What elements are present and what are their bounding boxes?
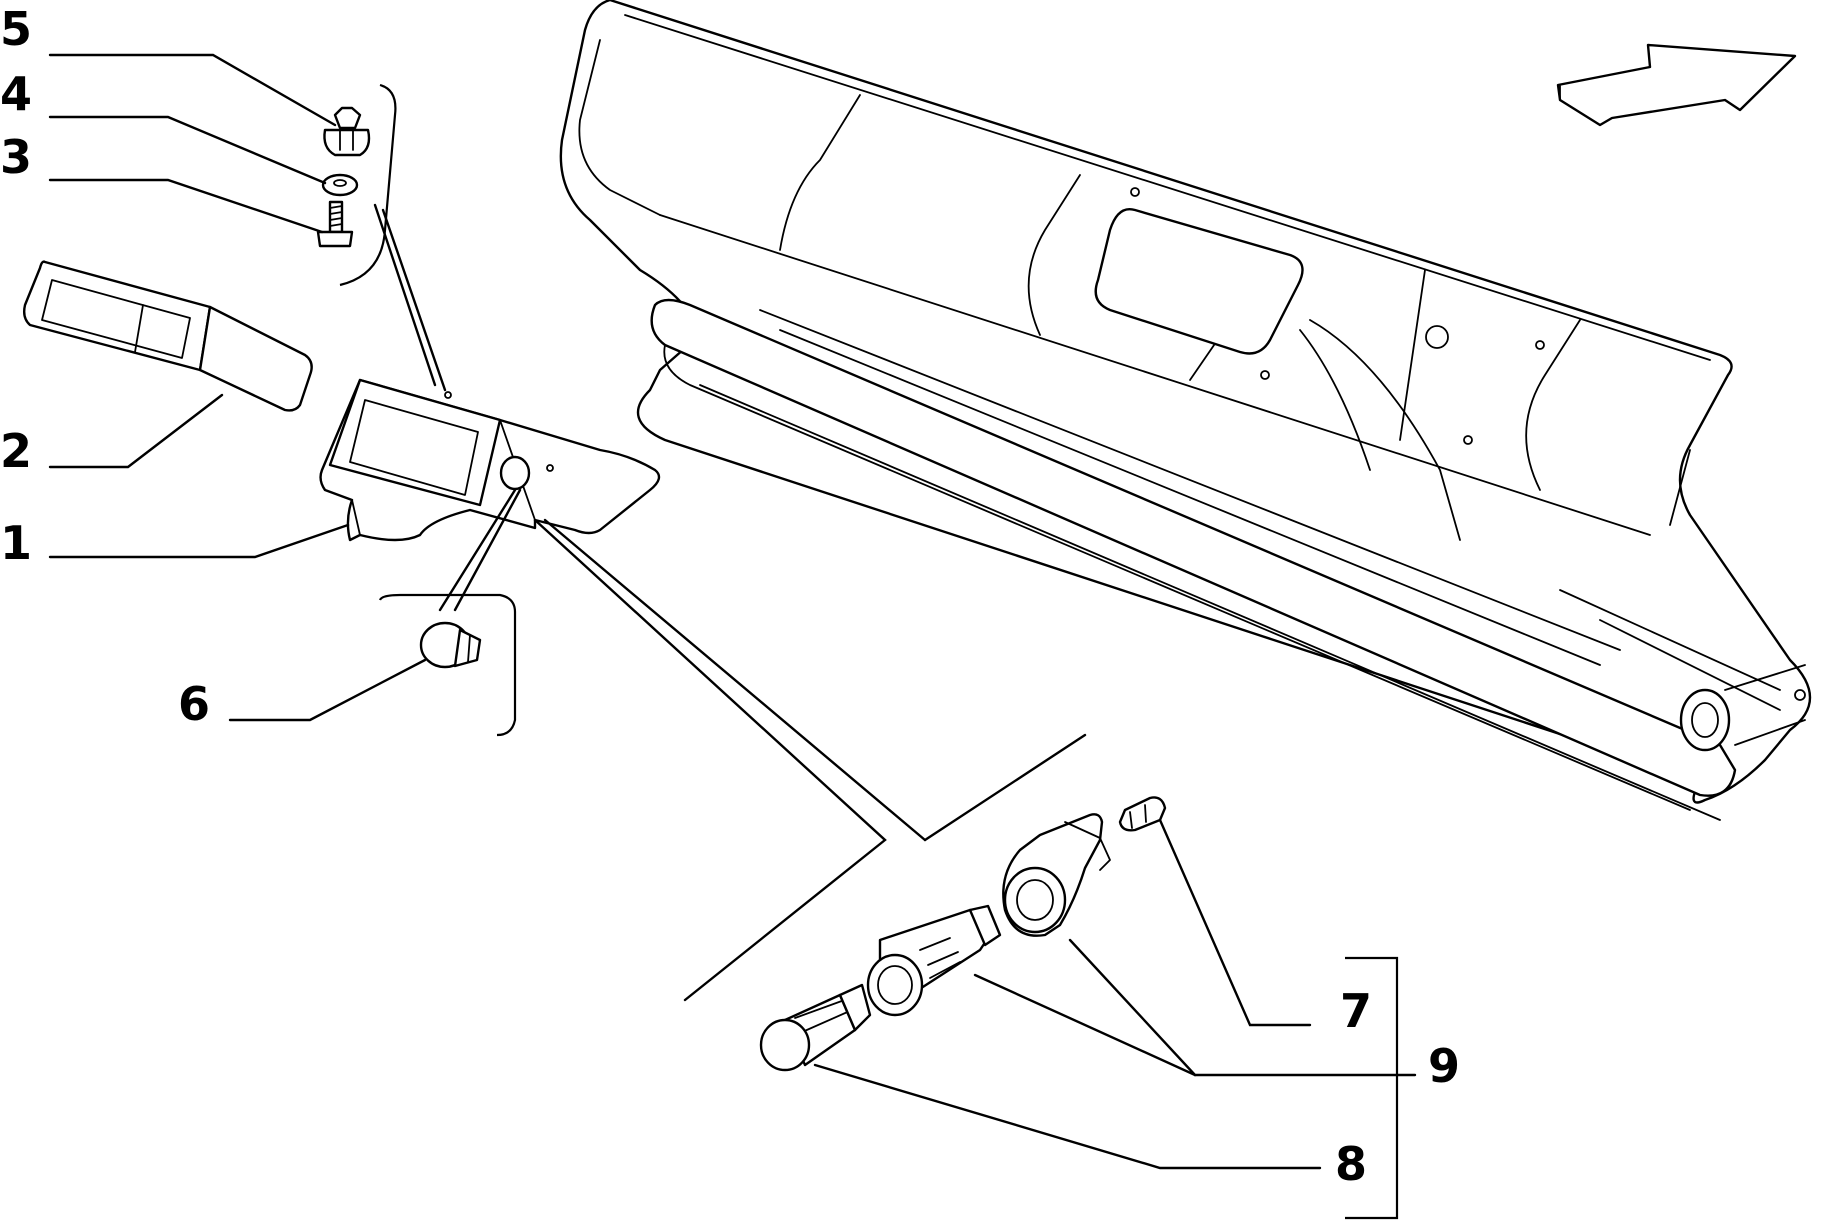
part-7-bulb (1118, 796, 1167, 832)
part-4-washer (321, 173, 359, 197)
callout-4: 4 (0, 67, 32, 121)
callout-9: 9 (1428, 1039, 1460, 1093)
direction-arrow-icon (1556, 43, 1797, 127)
part-9-socket (866, 813, 1111, 1017)
callout-6: 6 (178, 677, 210, 731)
callout-5: 5 (0, 2, 32, 56)
brackets (339, 83, 1399, 1220)
part-2-bezel (22, 260, 313, 412)
callout-1: 1 (0, 516, 32, 570)
dashboard-panel (559, 0, 1812, 821)
leader-lines (48, 53, 1417, 1170)
callout-3: 3 (0, 130, 32, 184)
part-3-screw (316, 200, 354, 248)
part-1-housing (319, 378, 661, 542)
callout-8: 8 (1335, 1137, 1367, 1191)
part-6-cap (419, 621, 482, 669)
part-8-lighter (759, 983, 872, 1072)
callout-7: 7 (1340, 984, 1372, 1038)
callout-2: 2 (0, 424, 32, 478)
part-5-clip (323, 106, 371, 157)
callout-labels: 5 4 3 2 1 6 7 9 8 (0, 2, 1460, 1191)
